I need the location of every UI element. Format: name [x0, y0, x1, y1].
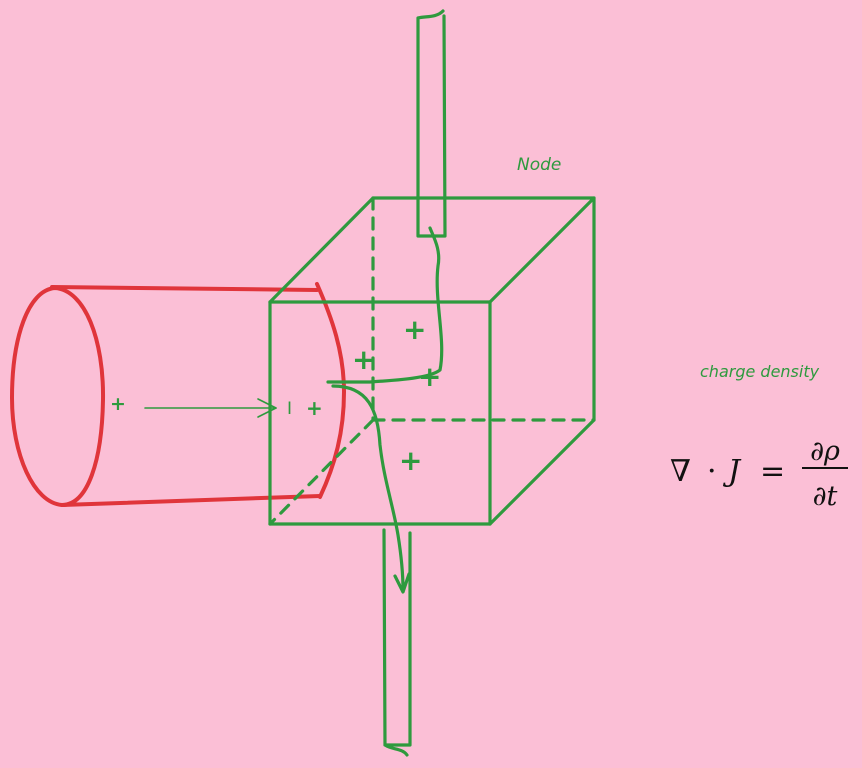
incoming-wire-end-ellipse	[10, 286, 106, 507]
plus-sign-node-4: +	[399, 444, 422, 477]
bottom-wire-body	[382, 528, 412, 757]
plus-sign-node-2: +	[352, 343, 375, 376]
plus-sign-wire: +	[110, 393, 126, 415]
flow-path-to-top	[326, 226, 444, 384]
incoming-wire-bottom-edge	[60, 494, 322, 507]
cube-front-face	[268, 300, 492, 526]
equation-numerator: ∂ρ	[810, 436, 840, 467]
flow-paths	[326, 226, 444, 594]
node-cube	[268, 196, 596, 526]
current-arrow	[144, 398, 277, 418]
current-label: I	[287, 399, 292, 419]
incoming-wire	[10, 282, 346, 507]
equation-current-density: J	[722, 454, 742, 489]
cube-top-face	[268, 196, 596, 304]
top-wire-body	[416, 9, 447, 238]
incoming-wire-cut-edge	[315, 282, 346, 499]
bottom-wire	[382, 528, 412, 757]
incoming-wire-top-edge	[50, 285, 319, 292]
equation-equals: =	[760, 454, 785, 489]
equation-nabla: ∇	[670, 454, 691, 489]
plus-sign-current: +	[306, 396, 323, 420]
current-arrow-head	[257, 398, 277, 418]
continuity-equation: ∇ · J = ∂ρ ∂t	[670, 436, 848, 512]
flow-path-to-bottom	[331, 384, 405, 592]
flow-arrow-head	[393, 572, 411, 594]
cube-right-face	[488, 196, 596, 526]
node-label: Node	[517, 155, 561, 175]
plus-sign-node-1: +	[403, 313, 426, 346]
equation-denominator: ∂t	[813, 481, 838, 512]
top-wire	[416, 9, 447, 238]
equation-dot: ·	[707, 454, 717, 489]
plus-sign-node-3: +	[418, 360, 441, 393]
charge-density-label: charge density	[700, 362, 820, 381]
